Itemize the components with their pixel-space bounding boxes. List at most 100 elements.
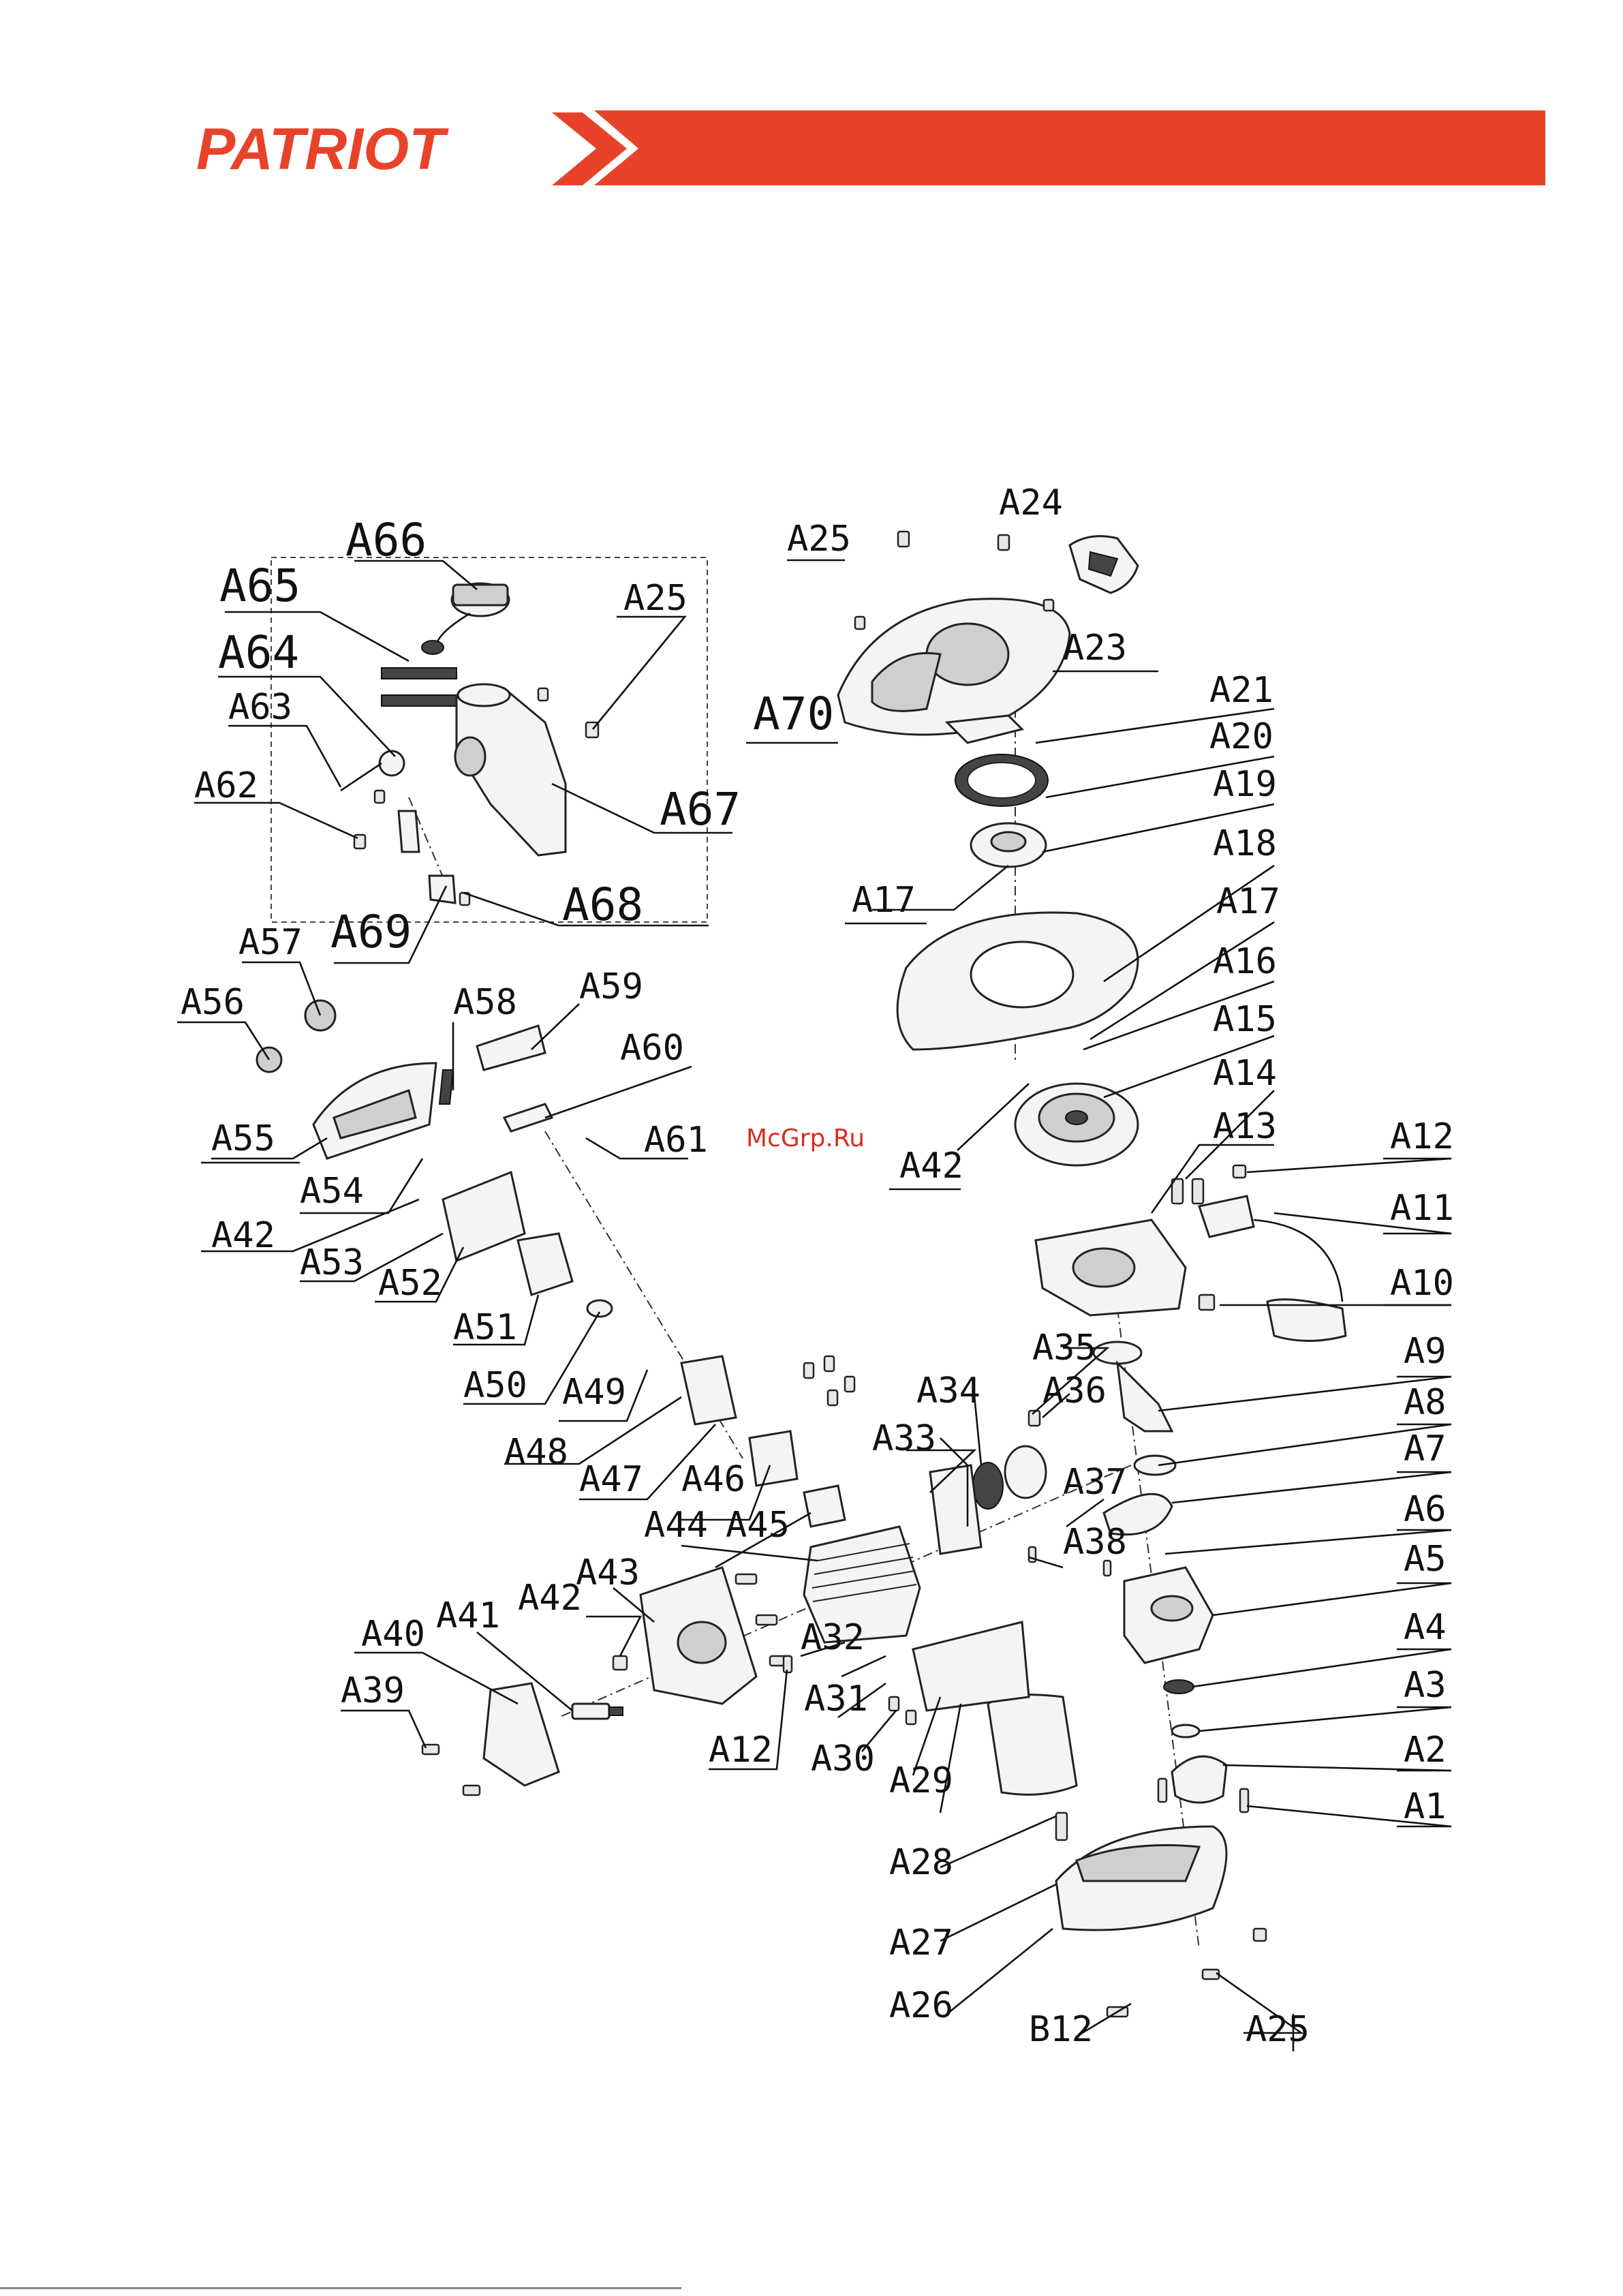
starter-handle-part xyxy=(1068,535,1139,594)
callout-A26: A26 xyxy=(889,1985,953,2026)
ignition-coil-part xyxy=(1198,1195,1347,1342)
callout-A36: A36 xyxy=(1042,1371,1107,1411)
muffler-cover-part xyxy=(1055,1825,1228,1931)
callout-A64: A64 xyxy=(218,626,299,679)
callout-A68: A68 xyxy=(562,878,643,931)
callout-A35: A35 xyxy=(1032,1328,1096,1368)
leader-lines xyxy=(177,560,1452,2051)
callout-A51: A51 xyxy=(453,1307,517,1348)
callout-A56: A56 xyxy=(181,982,245,1023)
callout-A28: A28 xyxy=(889,1842,953,1883)
callout-A42-top: A42 xyxy=(899,1146,963,1187)
header-accent-bar xyxy=(594,110,1545,185)
callout-A42-mid: A42 xyxy=(518,1578,582,1619)
callout-A5: A5 xyxy=(1404,1539,1447,1580)
callout-A53: A53 xyxy=(300,1242,364,1283)
air-filter-element-part xyxy=(438,1069,454,1105)
brand-logo: PATRIOT xyxy=(196,117,449,182)
callout-A40: A40 xyxy=(361,1614,425,1655)
callout-A16: A16 xyxy=(1213,941,1277,982)
brand-logo-text: PATRIOT xyxy=(196,117,449,182)
heat-shield-part xyxy=(912,1621,1030,1712)
fuel-filter-strips xyxy=(381,667,457,707)
callout-A20: A20 xyxy=(1209,716,1273,757)
clutch-shoe-part xyxy=(1157,1755,1250,1813)
callout-A11: A11 xyxy=(1390,1188,1454,1229)
bearing-seal-parts xyxy=(1163,1679,1201,1739)
callout-A59: A59 xyxy=(579,966,643,1007)
clutch-housing-part xyxy=(1123,1566,1214,1664)
cylinder-part xyxy=(803,1525,921,1644)
screw-group-starter xyxy=(854,530,1055,630)
spark-plug-part xyxy=(571,1702,623,1720)
starter-housing-part xyxy=(837,598,1071,736)
callout-A66: A66 xyxy=(345,514,427,566)
callout-A31: A31 xyxy=(804,1679,868,1719)
callout-A6: A6 xyxy=(1404,1489,1447,1530)
callout-A42-left: A42 xyxy=(211,1215,275,1256)
callout-A54: A54 xyxy=(300,1171,364,1212)
tank-bracket-part xyxy=(397,810,457,904)
crankcase-half-part xyxy=(1034,1219,1187,1317)
callout-A46: A46 xyxy=(681,1459,745,1500)
flywheel-part xyxy=(1014,1082,1139,1167)
callout-A39: A39 xyxy=(341,1670,405,1711)
fuel-tank-part xyxy=(454,683,567,857)
callout-A24: A24 xyxy=(999,483,1063,523)
callout-A3: A3 xyxy=(1404,1665,1447,1706)
callout-A4: A4 xyxy=(1404,1607,1447,1648)
callout-A65: A65 xyxy=(219,560,300,612)
primer-bulb-part xyxy=(340,750,405,792)
callout-A14: A14 xyxy=(1213,1053,1277,1094)
callout-A7: A7 xyxy=(1404,1428,1447,1469)
callout-A45: A45 xyxy=(726,1505,790,1546)
callout-A48: A48 xyxy=(504,1432,568,1473)
carburetor-part xyxy=(516,1232,574,1296)
callout-A43: A43 xyxy=(576,1552,640,1593)
callout-A32: A32 xyxy=(801,1617,865,1658)
callout-labels: A24 A25 A23 A70 A21 A20 A19 A18 A17 A17 … xyxy=(181,483,1454,2050)
callout-A58: A58 xyxy=(453,982,517,1023)
callout-A25: A25 xyxy=(787,519,851,560)
callout-A33: A33 xyxy=(872,1418,936,1459)
callout-A57: A57 xyxy=(238,922,303,963)
callout-A38: A38 xyxy=(1063,1522,1127,1563)
callout-A30: A30 xyxy=(811,1739,875,1779)
muffler-part xyxy=(987,1694,1078,1796)
side-cover-part xyxy=(482,1682,560,1787)
callout-A63: A63 xyxy=(228,687,292,728)
footer-rule xyxy=(0,2287,681,2289)
starter-pulley-part xyxy=(970,822,1047,868)
gasket-ring-part xyxy=(1102,1493,1173,1536)
callout-A17: A17 xyxy=(852,880,916,921)
callout-A1: A1 xyxy=(1404,1786,1447,1827)
callout-A41: A41 xyxy=(436,1595,500,1636)
callout-A44: A44 xyxy=(644,1505,708,1546)
callout-A52: A52 xyxy=(378,1263,442,1304)
callout-A15: A15 xyxy=(1213,999,1277,1040)
callout-A62: A62 xyxy=(194,765,258,806)
fan-cover-part xyxy=(896,911,1139,1051)
callout-A50: A50 xyxy=(463,1365,527,1406)
callout-A29: A29 xyxy=(889,1760,953,1801)
choke-knob-part xyxy=(256,999,337,1073)
callout-A17b: A17 xyxy=(1216,881,1280,922)
callout-A27: A27 xyxy=(889,1923,953,1963)
callout-A25-tank: A25 xyxy=(623,578,687,619)
callout-B12: B12 xyxy=(1029,2009,1093,2050)
piston-part xyxy=(972,1445,1047,1510)
callout-A19: A19 xyxy=(1213,764,1277,805)
chevron-icon xyxy=(552,112,627,185)
callout-A21: A21 xyxy=(1209,670,1273,711)
label-underlines xyxy=(201,559,1451,1828)
throttle-bracket-part xyxy=(476,1024,554,1133)
callout-A9: A9 xyxy=(1404,1331,1447,1372)
callout-A55: A55 xyxy=(211,1118,275,1159)
callout-A69: A69 xyxy=(330,906,412,958)
watermark: McGrp.Ru xyxy=(746,1124,865,1152)
callout-A8: A8 xyxy=(1404,1382,1447,1423)
callout-A2: A2 xyxy=(1404,1730,1447,1771)
callout-A12: A12 xyxy=(1390,1116,1454,1157)
callout-A37: A37 xyxy=(1063,1462,1127,1503)
